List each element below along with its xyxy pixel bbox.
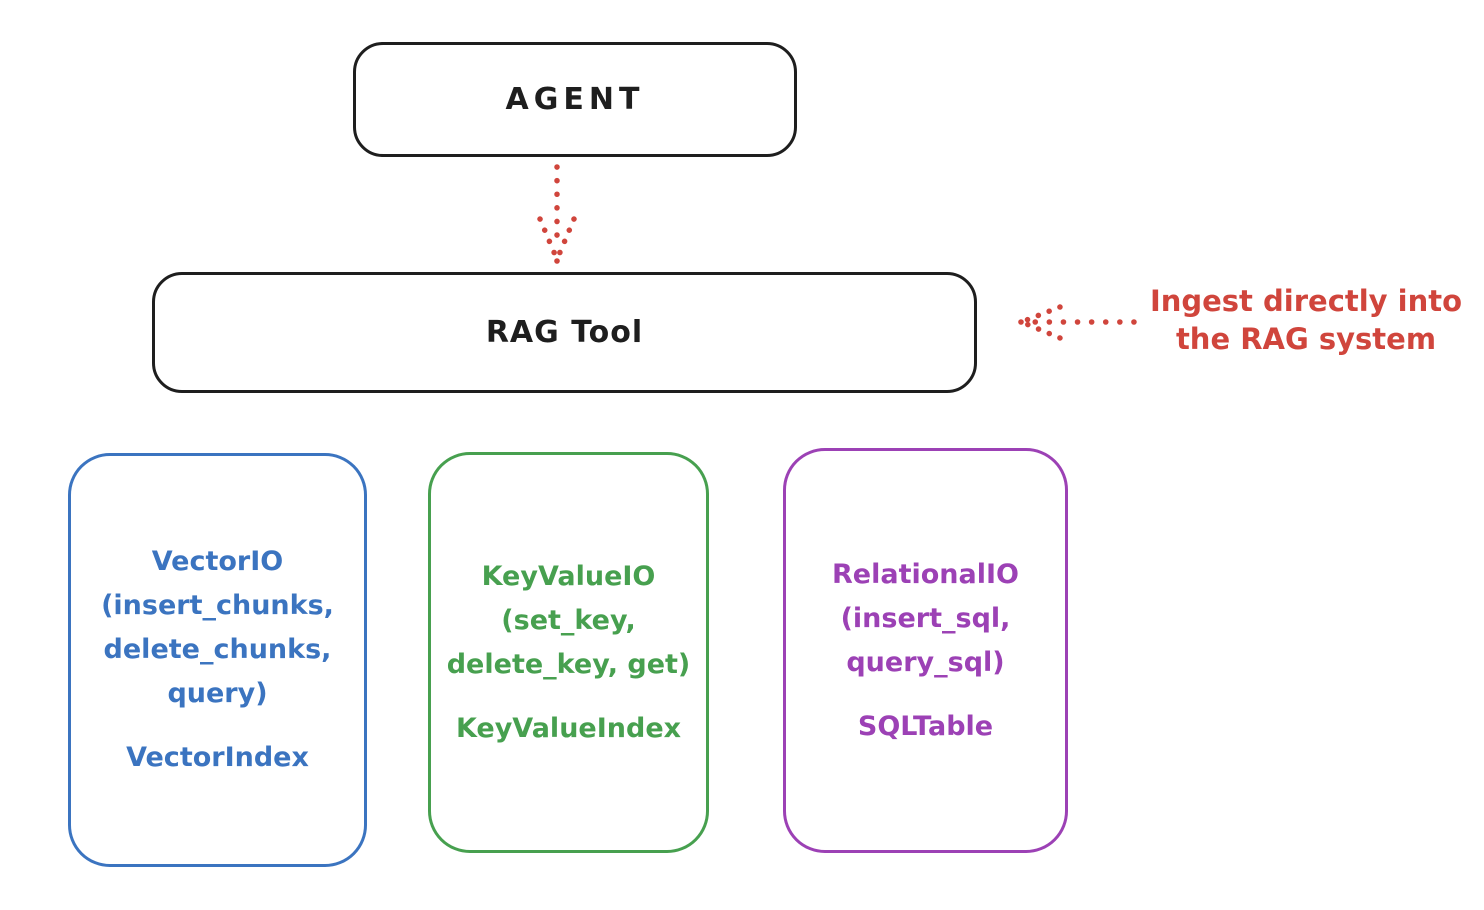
agent-to-rag-arrow	[537, 164, 577, 264]
ingest-annotation-line1: Ingest directly into	[1149, 284, 1463, 318]
ingest-annotation-line2: the RAG system	[1175, 322, 1437, 356]
rag-tool-node: RAG Tool	[152, 272, 977, 393]
ingest-annotation: Ingest directly into the RAG system	[1128, 282, 1484, 358]
node-text-line: delete_chunks,	[103, 634, 332, 665]
vector-index-label: VectorIndex	[126, 742, 309, 773]
node-text-line: VectorIO	[151, 546, 284, 577]
node-text-line: delete_key, get)	[446, 648, 691, 680]
keyvalue-index-label: KeyValueIndex	[455, 712, 682, 744]
agent-node: AGENT	[353, 42, 797, 157]
node-text-line: (insert_sql,	[840, 602, 1011, 634]
agent-label: AGENT	[505, 82, 645, 117]
node-text-line: (set_key,	[501, 604, 636, 636]
vector-io-node: VectorIO (insert_chunks, delete_chunks, …	[68, 453, 367, 867]
node-text-line: query)	[167, 678, 268, 709]
node-text-line: KeyValueIO	[481, 560, 656, 592]
keyvalue-io-node: KeyValueIO (set_key, delete_key, get) Ke…	[428, 452, 709, 853]
node-text-line: query_sql)	[846, 646, 1005, 678]
rag-tool-label: RAG Tool	[485, 315, 644, 350]
relational-io-node: RelationalIO (insert_sql, query_sql) SQL…	[783, 448, 1068, 853]
ingest-arrow	[1018, 304, 1137, 341]
sql-table-label: SQLTable	[857, 710, 994, 742]
node-text-line: RelationalIO	[832, 558, 1019, 590]
node-text-line: (insert_chunks,	[101, 590, 334, 621]
